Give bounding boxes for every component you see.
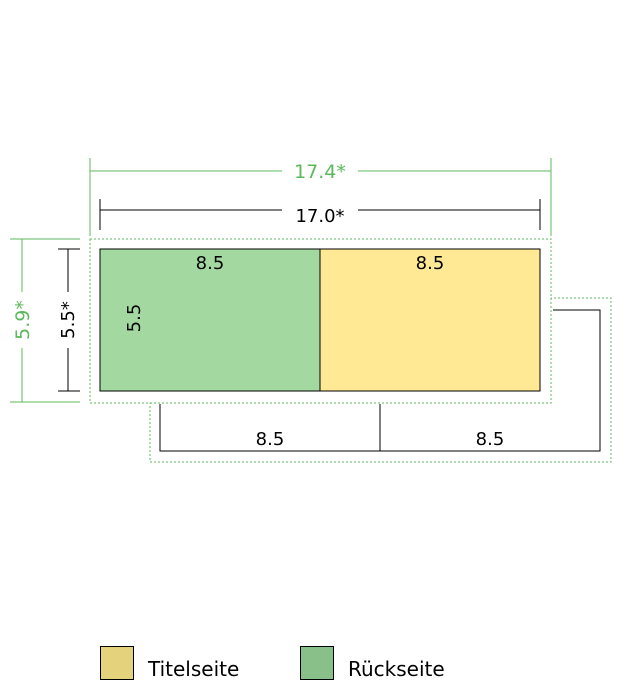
inner-width-label: 17.0* <box>295 206 344 227</box>
back-cover-panel <box>99 248 321 392</box>
legend-back-label: Rückseite <box>348 657 445 681</box>
legend-front-swatch <box>100 646 134 680</box>
inner-width-dimension <box>99 199 541 230</box>
legend-front-item: Titelseite <box>100 640 239 680</box>
legend-back-swatch <box>300 646 334 680</box>
lower-right-width-label: 8.5 <box>476 429 505 450</box>
inner-height-dimension <box>58 248 80 392</box>
legend-front-label: Titelseite <box>148 657 240 681</box>
lower-panel-outline <box>159 309 601 452</box>
lower-left-width-label: 8.5 <box>256 429 285 450</box>
back-panel-width-label: 8.5 <box>196 253 225 274</box>
inner-height-label: 5.5* <box>58 301 79 339</box>
outer-height-dimension <box>10 238 80 403</box>
front-cover-panel <box>319 248 541 392</box>
front-panel-width-label: 8.5 <box>416 253 445 274</box>
legend-back-item: Rückseite <box>300 640 445 680</box>
outer-width-label: 17.4* <box>294 161 346 183</box>
outer-height-label: 5.9* <box>12 300 34 340</box>
panel-height-label: 5.5 <box>124 304 145 333</box>
outer-width-dimension <box>89 158 552 236</box>
